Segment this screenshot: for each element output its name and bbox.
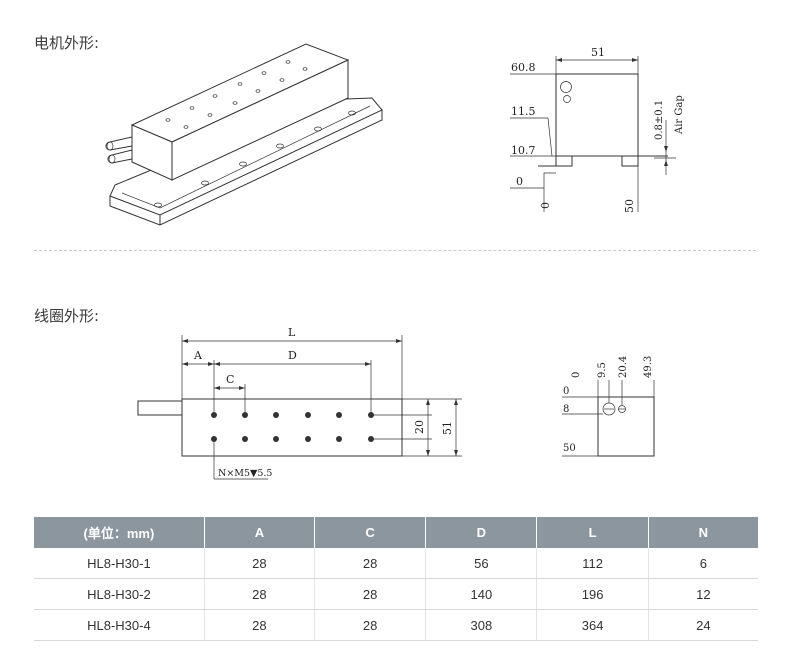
side-left-50: 50	[563, 443, 576, 454]
cell-L: 196	[536, 578, 649, 610]
table-header-row: (单位：mm) A C D L N	[34, 517, 758, 548]
header-N: N	[648, 517, 758, 548]
side-493: 49.3	[643, 356, 654, 378]
motor-section-title: 电机外形:	[34, 34, 100, 52]
cell-A: 28	[204, 548, 316, 579]
dim-115: 11.5	[511, 105, 536, 118]
cell-C: 28	[314, 548, 427, 579]
table-row: HL8-H30-1 28 28 56 112 6	[34, 548, 758, 579]
dim-zero-v: 0	[539, 202, 552, 209]
cell-model: HL8-H30-2	[34, 578, 205, 610]
dim-A: A	[193, 349, 203, 362]
coil-section-title: 线圈外形:	[34, 307, 100, 325]
dim-air-gap-value: 0.8±0.1	[654, 100, 665, 140]
header-A: A	[204, 517, 316, 548]
dim-50: 50	[623, 199, 636, 213]
dim-51: 51	[441, 421, 454, 435]
header-C: C	[314, 517, 427, 548]
table-row: HL8-H30-2 28 28 140 196 12	[34, 578, 758, 610]
header-L: L	[536, 517, 649, 548]
dim-608: 60.8	[511, 61, 536, 74]
cell-D: 56	[425, 548, 538, 579]
section-divider	[34, 250, 756, 251]
hole-note: N×M5▼5.5	[218, 468, 272, 479]
cell-D: 308	[425, 609, 538, 641]
dim-zero-h: 0	[516, 175, 523, 188]
cell-D: 140	[425, 578, 538, 610]
cell-A: 28	[204, 578, 316, 610]
cell-N: 12	[648, 578, 758, 610]
side-left-8: 8	[563, 404, 569, 415]
header-D: D	[425, 517, 538, 548]
cell-A: 28	[204, 609, 316, 641]
table-row: HL8-H30-4 28 28 308 364 24	[34, 609, 758, 641]
cell-C: 28	[314, 578, 427, 610]
cell-model: HL8-H30-4	[34, 609, 205, 641]
side-left-0: 0	[563, 386, 569, 397]
cell-L: 112	[536, 548, 649, 579]
dim-C: C	[226, 373, 234, 386]
dim-L: L	[288, 326, 296, 339]
spec-table: (单位：mm) A C D L N HL8-H30-1 28 28 56 112…	[34, 517, 758, 641]
cell-C: 28	[314, 609, 427, 641]
header-unit: (单位：mm)	[34, 517, 205, 548]
cell-N: 6	[648, 548, 758, 579]
dim-D: D	[288, 349, 297, 362]
side-204: 20.4	[618, 356, 629, 378]
side-95: 9.5	[597, 362, 608, 378]
cell-L: 364	[536, 609, 649, 641]
dim-width-51: 51	[591, 46, 605, 59]
dim-air-gap-label: Air Gap	[674, 95, 685, 135]
dim-107: 10.7	[511, 144, 536, 157]
side-top-0: 0	[571, 372, 582, 378]
dim-20: 20	[413, 420, 426, 434]
cell-N: 24	[648, 609, 758, 641]
cell-model: HL8-H30-1	[34, 548, 205, 579]
